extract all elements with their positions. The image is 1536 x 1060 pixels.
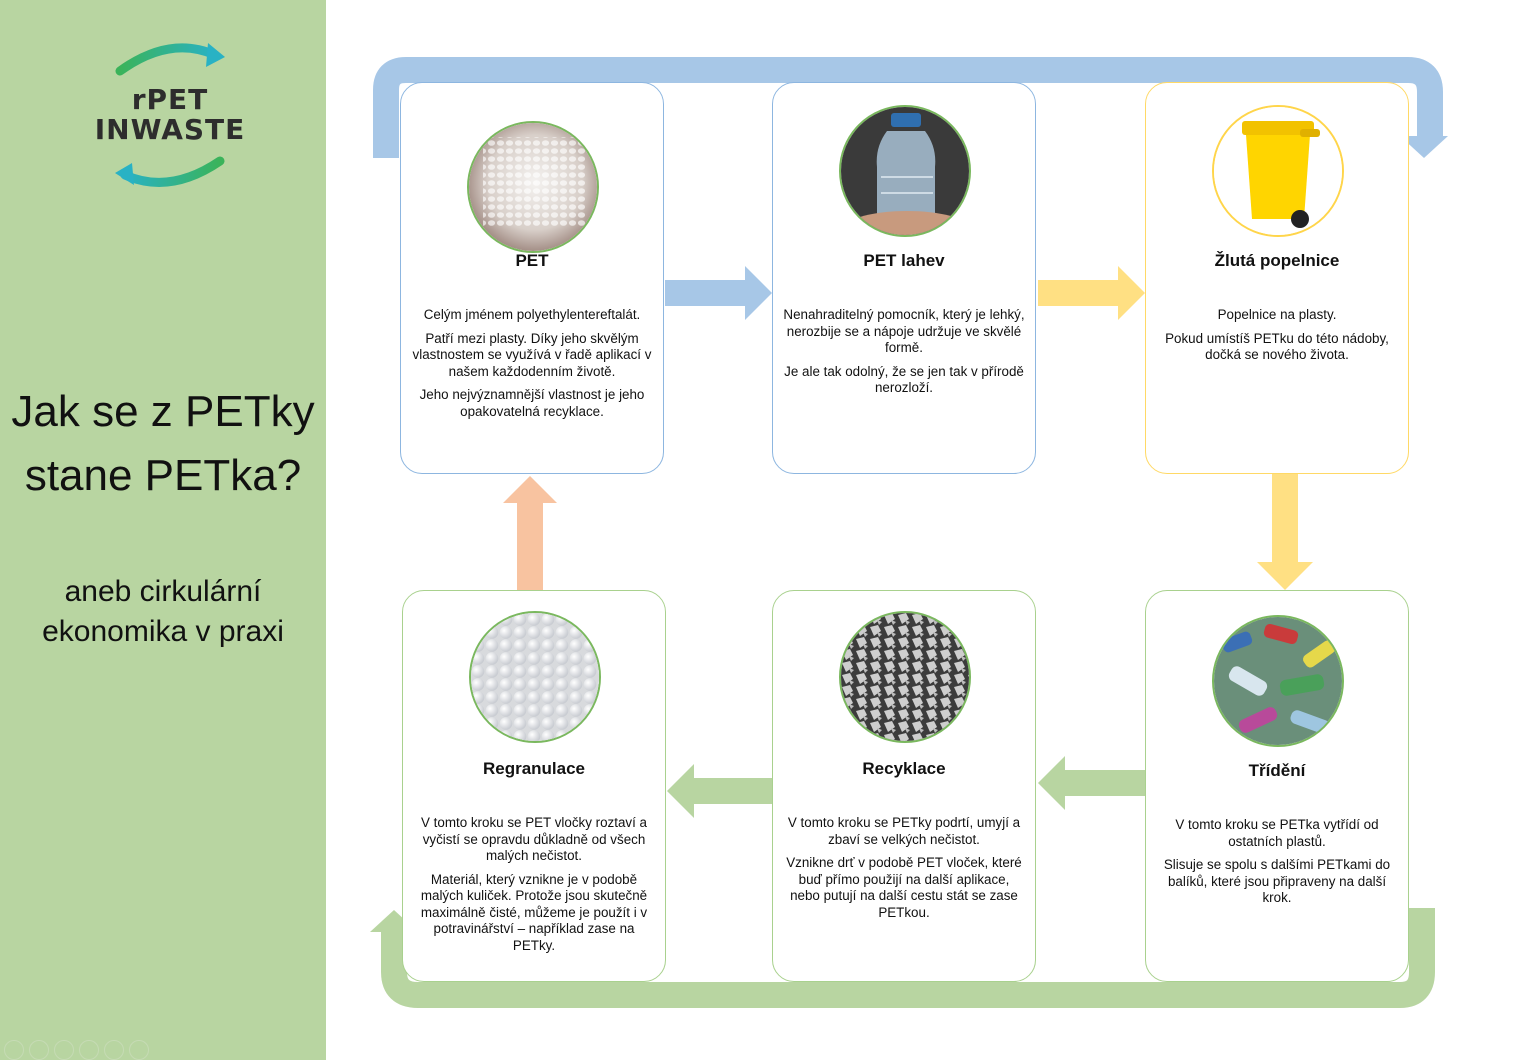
step-paragraph: Patří mezi plasty. Díky jeho skvělým vla… [412,330,652,379]
step-paragraph: Jeho nejvýznamnější vlastnost je jeho op… [419,387,645,419]
loop-arrow-top [373,57,1443,158]
rpet-inwaste-logo: rPET INWASTE [80,35,260,195]
logo-line-2: INWASTE [94,113,246,146]
step-paragraph: Pokud umístíš PETku do této nádoby, dočk… [1165,330,1389,363]
step-card-pet: PET Celým jménem polyethylentereftalát. … [400,82,664,474]
step-text: V tomto kroku se PET vločky roztaví a vy… [413,815,655,961]
step-title: Recyklace [862,759,946,778]
step-text: Nenahraditelný pomocník, který je lehký,… [783,307,1025,404]
sorted-bottles-photo-icon [1212,615,1344,747]
loop-arrow-bottom [381,908,1435,1008]
page-title: Jak se z PETky stane PETka? [11,387,315,500]
step-card-bottle: PET lahev Nenahraditelný pomocník, který… [772,82,1036,474]
arrow-pet-to-bottle [665,266,772,320]
arrow-bin-to-sorting [1257,474,1313,590]
step-title: Regranulace [482,759,586,778]
step-paragraph: Je ale tak odolný, že se jen tak v příro… [784,363,1024,396]
arrow-regranulation-to-pet [503,476,557,590]
granules-photo-icon [469,611,601,743]
bottle-photo-icon [839,105,971,237]
step-text: V tomto kroku se PETky podrtí, umyjí a z… [783,815,1025,928]
step-paragraph: V tomto kroku se PETka vytřídí od ostatn… [1175,817,1379,849]
step-card-sorting: Třídění V tomto kroku se PETka vytřídí o… [1145,590,1409,982]
step-title: PET lahev [863,251,945,270]
arrow-sorting-to-recycling [1038,756,1145,810]
step-title: Žlutá popelnice [1214,251,1340,270]
step-paragraph: Materiál, který vznikne je v podobě malý… [420,871,648,953]
arrow-recycling-to-regranulation [667,764,772,818]
step-title: PET [515,251,549,270]
pellets-photo-icon [467,121,599,253]
logo-line-1: rPET [131,83,209,116]
recycle-arrows-icon [115,43,225,187]
step-paragraph: Slisuje se spolu s dalšími PETkami do ba… [1163,857,1391,905]
arrow-bottle-to-bin [1038,266,1145,320]
step-paragraph: Vznikne drť v podobě PET vloček, které b… [786,855,1022,920]
step-text: Popelnice na plasty. Pokud umístíš PETku… [1156,307,1398,371]
step-card-regranulation: Regranulace V tomto kroku se PET vločky … [402,590,666,982]
step-text: Celým jménem polyethylentereftalát. Patř… [411,307,653,427]
step-card-recycling: Recyklace V tomto kroku se PETky podrtí,… [772,590,1036,982]
step-text: V tomto kroku se PETka vytřídí od ostatn… [1156,817,1398,914]
flakes-photo-icon [839,611,971,743]
loop-arrow-top-head [1400,136,1448,158]
yellow-bin-photo-icon [1212,105,1344,237]
step-paragraph: V tomto kroku se PET vločky roztaví a vy… [421,815,647,863]
step-card-bin: Žlutá popelnice Popelnice na plasty. Pok… [1145,82,1409,474]
step-paragraph: Popelnice na plasty. [1217,307,1337,322]
step-paragraph: V tomto kroku se PETky podrtí, umyjí a z… [787,815,1021,847]
step-paragraph: Nenahraditelný pomocník, který je lehký,… [783,307,1025,355]
step-paragraph: Celým jménem polyethylentereftalát. [423,307,641,322]
step-title: Třídění [1248,761,1306,780]
sidebar: rPET INWASTE Jak se z PETky stane PETka?… [0,0,326,1060]
page-subtitle: aneb cirkulární ekonomika v praxi [42,575,284,648]
